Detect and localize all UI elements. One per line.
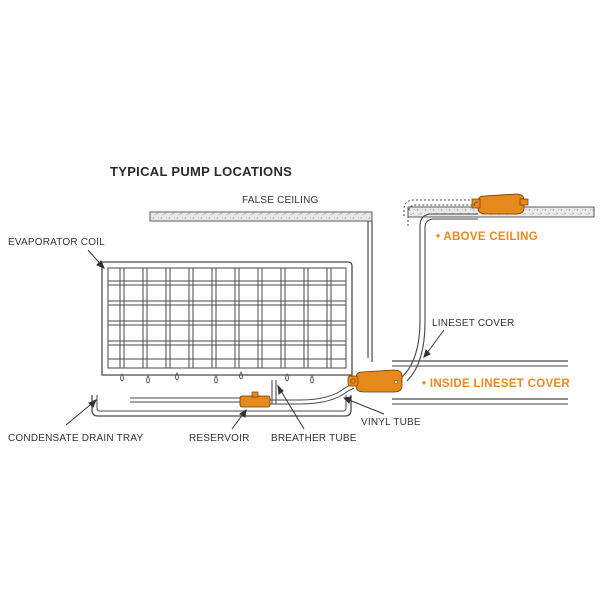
lineset-cover-label: LINESET COVER: [432, 318, 514, 329]
evaporator-coil-grid: [107, 267, 347, 369]
condensate-droplets: [120, 371, 314, 384]
reservoir: [239, 391, 271, 408]
breather-tube-label: BREATHER TUBE: [271, 433, 357, 444]
above-ceiling-label: • ABOVE CEILING: [436, 231, 538, 243]
false-ceiling-slab: [149, 211, 373, 222]
evaporator-coil-label: EVAPORATOR COIL: [8, 237, 105, 248]
pump-inside-lineset-cover: [347, 369, 403, 393]
reservoir-label: RESERVOIR: [189, 433, 250, 444]
inside-lineset-cover-label: • INSIDE LINESET COVER: [422, 378, 570, 390]
vinyl-tube-label: VINYL TUBE: [361, 417, 421, 428]
condensate-drain-tray-label: CONDENSATE DRAIN TRAY: [8, 433, 143, 444]
vinyl-tube: [401, 213, 478, 378]
condensate-drain-tray: [91, 395, 352, 417]
evaporator-housing: [101, 261, 353, 376]
false-ceiling-label: FALSE CEILING: [242, 195, 319, 206]
diagram-title: TYPICAL PUMP LOCATIONS: [110, 164, 292, 179]
pump-above-ceiling: [471, 193, 529, 215]
